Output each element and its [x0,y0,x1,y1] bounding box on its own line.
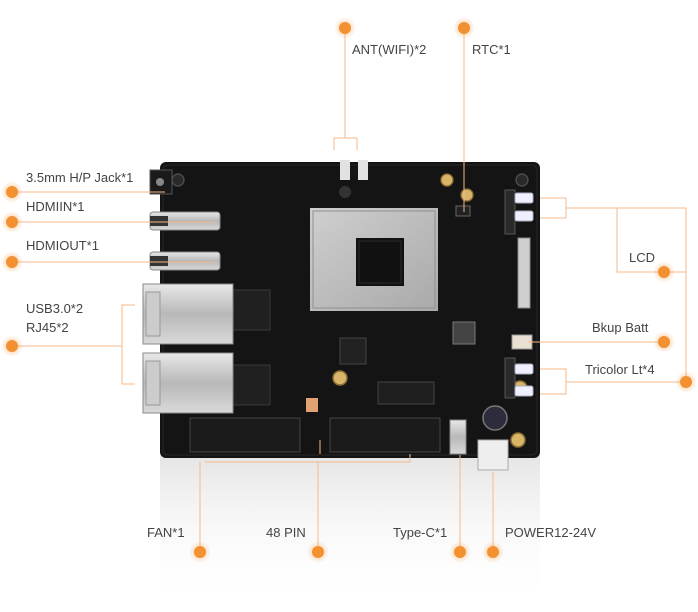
board-components [229,160,533,431]
label-hp-jack: 3.5mm H/P Jack*1 [26,170,134,185]
left-connectors [142,169,234,414]
led-connectors [514,192,534,397]
dot-usb [1,335,23,357]
label-bkup-batt: Bkup Batt [592,320,649,335]
label-48-pin: 48 PIN [266,525,306,540]
bottom-connectors [189,417,509,471]
label-lcd: LCD [629,250,656,265]
label-usb: USB3.0*2 [26,301,84,316]
dot-rtc [453,17,475,39]
board-reflection [160,455,540,605]
label-type-c: Type-C*1 [393,525,448,540]
dot-fan [189,541,211,563]
dot-hdmiin [1,211,23,233]
soc-shield [310,208,438,311]
label-ant-wifi: ANT(WIFI)*2 [352,42,427,57]
label-hdmi-in: HDMIIN*1 [26,199,85,214]
dot-hdmiout [1,251,23,273]
label-fan: FAN*1 [147,525,185,540]
callout-dots [1,17,697,563]
label-hdmi-out: HDMIOUT*1 [26,238,99,253]
dot-48pin [307,541,329,563]
label-rtc: RTC*1 [472,42,511,57]
dot-power [482,541,504,563]
dot-hp [1,181,23,203]
dot-bkup [653,331,675,353]
dot-ant [334,17,356,39]
dot-tricolor [675,371,697,393]
label-power: POWER12-24V [505,525,597,540]
leader-lines [12,28,687,552]
dot-typec [449,541,471,563]
dot-lcd [653,261,675,283]
label-tricolor: Tricolor Lt*4 [585,362,655,377]
label-rj45: RJ45*2 [26,320,69,335]
